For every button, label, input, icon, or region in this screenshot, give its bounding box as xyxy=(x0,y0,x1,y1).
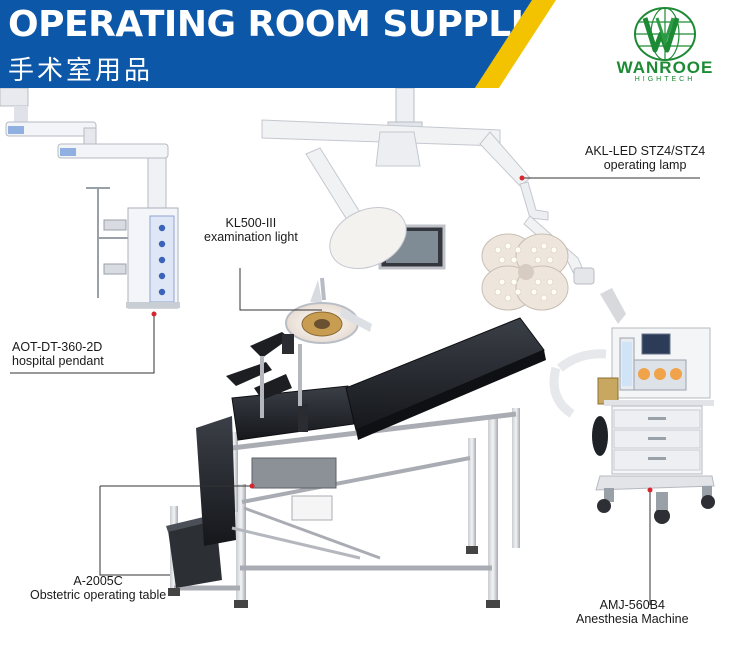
page-subtitle-cn: 手术室用品 xyxy=(8,56,154,86)
header-banner: OPERATING ROOM SUPPLIES 手术室用品 WANROOE HI… xyxy=(0,0,750,88)
brand-subtitle: HIGHTECH xyxy=(634,76,696,83)
label-hospital-pendant-model: AOT-DT-360-2D xyxy=(12,340,103,354)
label-examination-light: KL500-III examination light xyxy=(204,216,298,244)
label-examination-light-name: examination light xyxy=(204,230,298,244)
callout-markers xyxy=(151,175,653,493)
product-scene: AOT-DT-360-2D hospital pendant KL500-III… xyxy=(0,88,750,657)
brand-name: WANROOE xyxy=(616,58,714,77)
label-hospital-pendant-name: hospital pendant xyxy=(12,354,104,368)
page-title: OPERATING ROOM SUPPLIES xyxy=(8,4,574,45)
brand-globe-logo-icon xyxy=(634,7,696,61)
label-obstetric-table: A-2005C Obstetric operating table xyxy=(30,574,166,602)
label-anesthesia-machine: AMJ-560B4 Anesthesia Machine xyxy=(576,598,689,626)
equipment-illustration xyxy=(0,88,715,608)
obstetric-operating-table-illustration xyxy=(166,317,546,608)
label-anesthesia-machine-name: Anesthesia Machine xyxy=(576,612,689,626)
label-hospital-pendant: AOT-DT-360-2D hospital pendant xyxy=(12,340,104,368)
label-operating-lamp: AKL-LED STZ4/STZ4 operating lamp xyxy=(585,144,705,172)
callout-leader-lines xyxy=(10,177,700,605)
examination-light-illustration xyxy=(285,277,372,344)
label-obstetric-table-model: A-2005C xyxy=(73,574,123,588)
label-operating-lamp-model: AKL-LED STZ4/STZ4 xyxy=(585,144,706,158)
label-anesthesia-machine-model: AMJ-560B4 xyxy=(599,598,665,612)
label-obstetric-table-name: Obstetric operating table xyxy=(30,588,167,602)
hospital-pendant-illustration xyxy=(0,88,180,309)
label-operating-lamp-name: operating lamp xyxy=(603,158,687,172)
operating-lamp-illustration xyxy=(261,88,595,311)
anesthesia-machine-illustration xyxy=(549,288,715,524)
label-examination-light-model: KL500-III xyxy=(225,216,277,230)
